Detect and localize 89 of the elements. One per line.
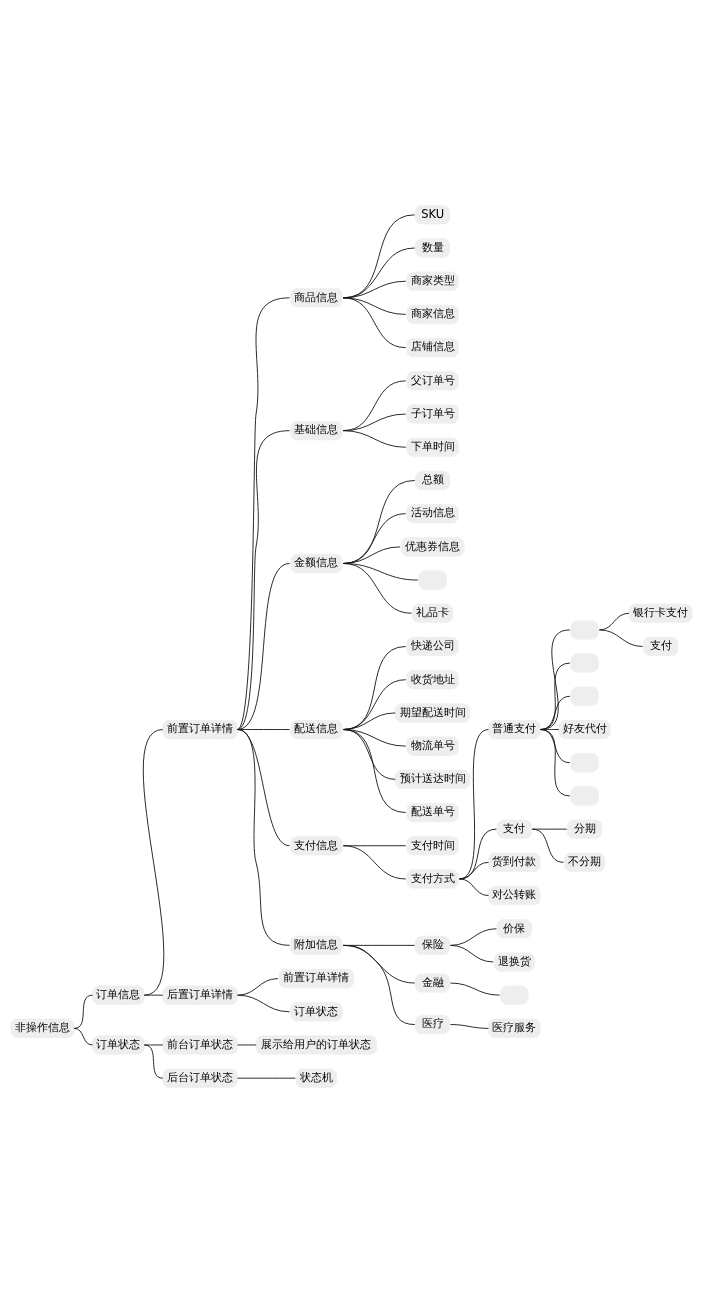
node-box: 商家类型 xyxy=(406,271,459,291)
node-box: 后置订单详情 xyxy=(162,985,238,1005)
node-box: 优惠券信息 xyxy=(400,537,465,557)
connector xyxy=(342,729,407,813)
connector xyxy=(342,563,412,614)
node-box: 支付 xyxy=(643,636,679,657)
node-box: 订单状态 xyxy=(92,1035,145,1055)
node-box: 数量 xyxy=(415,238,451,258)
node-box: 配送单号 xyxy=(406,802,459,823)
connector xyxy=(143,1044,164,1046)
node-box xyxy=(418,570,447,590)
connector xyxy=(237,729,290,946)
node-box: SKU xyxy=(415,205,451,225)
connector xyxy=(342,845,407,880)
connector xyxy=(342,297,407,349)
node-box: 金融 xyxy=(415,973,451,993)
connector xyxy=(531,828,564,863)
node-box xyxy=(570,620,599,640)
node-box: 前置订单详情 xyxy=(278,969,355,989)
node-box: 医疗服务 xyxy=(488,1018,541,1038)
connector xyxy=(450,928,497,946)
node-box: 医疗 xyxy=(415,1014,451,1035)
node-box: 货到付款 xyxy=(488,852,541,872)
connector xyxy=(598,629,644,647)
connector xyxy=(450,944,494,963)
node-box: 期望配送时间 xyxy=(394,703,471,723)
node-box: 分期 xyxy=(567,819,603,839)
node-box xyxy=(570,686,599,706)
connector xyxy=(73,994,93,1029)
node-box: 礼品卡 xyxy=(412,603,454,623)
node-box: 支付方式 xyxy=(406,869,459,889)
node-box: 店铺信息 xyxy=(406,338,459,358)
node-box: 支付时间 xyxy=(406,836,459,856)
node-box: 活动信息 xyxy=(406,504,459,524)
connector xyxy=(342,944,416,1025)
node-box xyxy=(570,786,599,806)
node-box xyxy=(500,985,529,1005)
connector xyxy=(539,729,571,797)
node-box: 收货地址 xyxy=(406,670,459,690)
connector xyxy=(143,994,164,996)
node-box: 非操作信息 xyxy=(10,1018,75,1038)
node-box: 下单时间 xyxy=(406,437,459,457)
connector xyxy=(237,994,290,1013)
connector xyxy=(237,297,290,730)
node-box: 不分期 xyxy=(564,852,606,872)
connector xyxy=(458,729,489,880)
node-box: 快递公司 xyxy=(406,636,459,657)
node-box: 后台订单状态 xyxy=(162,1068,238,1088)
connector xyxy=(458,878,489,896)
node-box: 预计送达时间 xyxy=(394,769,471,789)
node-box: 子订单号 xyxy=(406,404,459,424)
node-box xyxy=(570,653,599,673)
node-box: 附加信息 xyxy=(290,935,343,955)
node-box: 商品信息 xyxy=(290,288,343,308)
node-box: 基础信息 xyxy=(290,421,343,441)
node-box: 金额信息 xyxy=(290,553,343,574)
node-box: 前台订单状态 xyxy=(162,1035,238,1055)
node-box: 订单状态 xyxy=(290,1002,343,1022)
node-box: 状态机 xyxy=(295,1068,337,1088)
node-box: 退换货 xyxy=(493,952,535,972)
connector xyxy=(143,1044,164,1079)
node-box: 对公转账 xyxy=(488,885,541,906)
node-box: 支付 xyxy=(496,819,532,839)
connector xyxy=(450,1024,489,1029)
connector xyxy=(458,861,489,880)
connector xyxy=(142,729,165,996)
node-box: 普通支付 xyxy=(488,719,541,740)
node-box: 保险 xyxy=(415,935,451,955)
node-box: 好友代付 xyxy=(558,719,611,740)
connector xyxy=(73,1027,93,1046)
node-box: 父订单号 xyxy=(406,371,459,391)
node-box xyxy=(570,753,599,773)
node-box: 展示给用户的订单状态 xyxy=(255,1035,378,1055)
connector xyxy=(450,982,501,996)
node-box: 订单信息 xyxy=(92,985,145,1005)
node-box: 价保 xyxy=(496,919,532,939)
node-box: 总额 xyxy=(415,470,451,491)
connector xyxy=(237,563,290,730)
node-box: 银行卡支付 xyxy=(628,603,693,623)
node-box: 前置订单详情 xyxy=(162,719,238,740)
connector xyxy=(237,430,290,730)
node-box: 商家信息 xyxy=(406,304,459,324)
node-box: 物流单号 xyxy=(406,736,459,756)
connector xyxy=(342,430,407,448)
connector xyxy=(237,978,279,996)
connector xyxy=(531,828,568,830)
node-box: 配送信息 xyxy=(290,719,343,740)
node-box: 支付信息 xyxy=(290,836,343,856)
connector xyxy=(458,828,497,880)
